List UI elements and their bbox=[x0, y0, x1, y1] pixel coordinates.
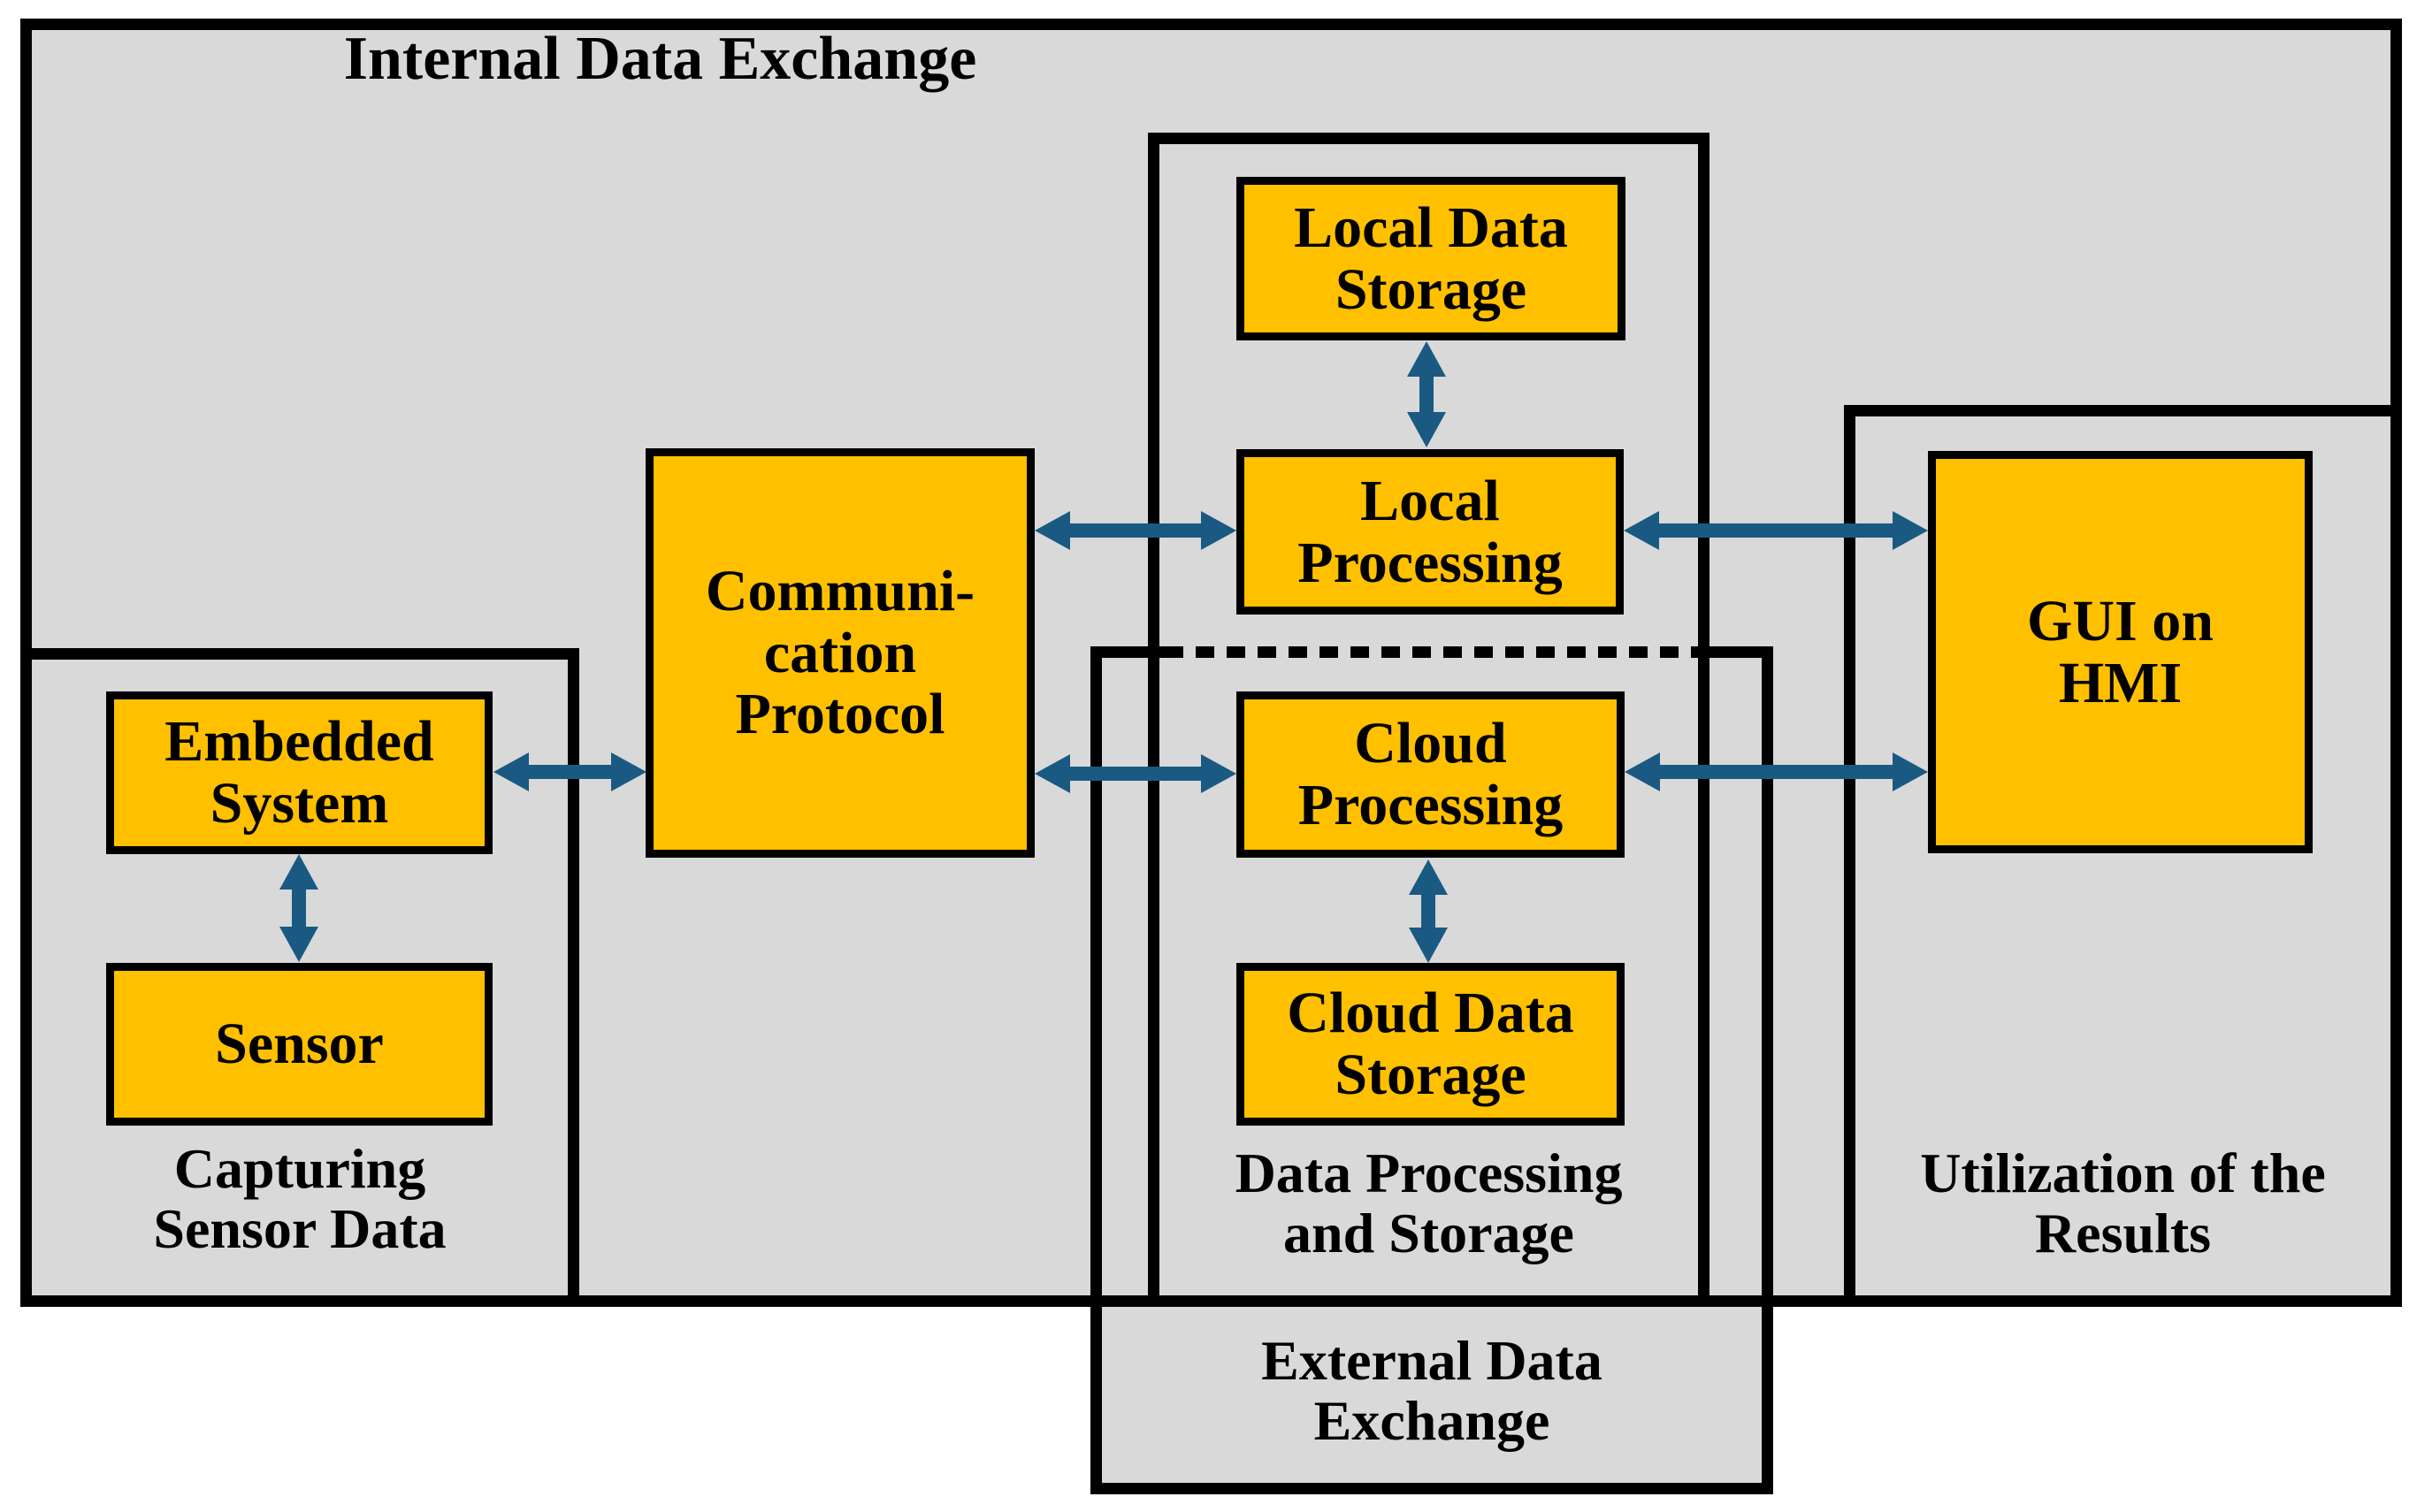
local-cloud-dotted-separator bbox=[1165, 646, 1699, 658]
arrow-local-processing-gui bbox=[1624, 511, 1928, 550]
arrow-cloud-processing-cloud-storage bbox=[1409, 859, 1448, 963]
gui-hmi-node: GUI on HMI bbox=[1928, 451, 2313, 853]
arrow-communication-cloud-processing bbox=[1035, 754, 1236, 793]
capturing-sensor-data-label: Capturing Sensor Data bbox=[153, 1137, 447, 1260]
internal-data-exchange-title: Internal Data Exchange bbox=[343, 25, 977, 93]
cloud-data-storage-node: Cloud Data Storage bbox=[1236, 963, 1625, 1126]
local-processing-node: Local Processing bbox=[1236, 449, 1624, 615]
utilization-results-container bbox=[1844, 405, 2402, 1307]
external-data-exchange-label: External Data Exchange bbox=[1261, 1329, 1602, 1452]
sensor-node: Sensor bbox=[106, 963, 493, 1126]
local-data-storage-node: Local Data Storage bbox=[1236, 177, 1625, 340]
capturing-sensor-data-container bbox=[20, 648, 579, 1307]
arrow-local-storage-local-processing bbox=[1407, 341, 1446, 447]
arrow-communication-local-processing bbox=[1035, 511, 1236, 550]
communication-protocol-node: Communi- cation Protocol bbox=[646, 448, 1035, 858]
cloud-processing-node: Cloud Processing bbox=[1236, 691, 1625, 858]
data-processing-storage-label: Data Processing and Storage bbox=[1235, 1142, 1623, 1264]
data-processing-storage-container bbox=[1148, 133, 1709, 1307]
external-top-border-solid-right bbox=[1699, 646, 1773, 658]
external-top-border-solid-left bbox=[1090, 646, 1165, 658]
embedded-system-node: Embedded System bbox=[106, 691, 493, 854]
utilization-results-label: Utilization of the Results bbox=[1920, 1142, 2326, 1264]
arrow-embedded-sensor bbox=[279, 854, 318, 962]
arrow-embedded-communication bbox=[493, 752, 646, 791]
arrow-cloud-processing-gui bbox=[1625, 752, 1928, 791]
